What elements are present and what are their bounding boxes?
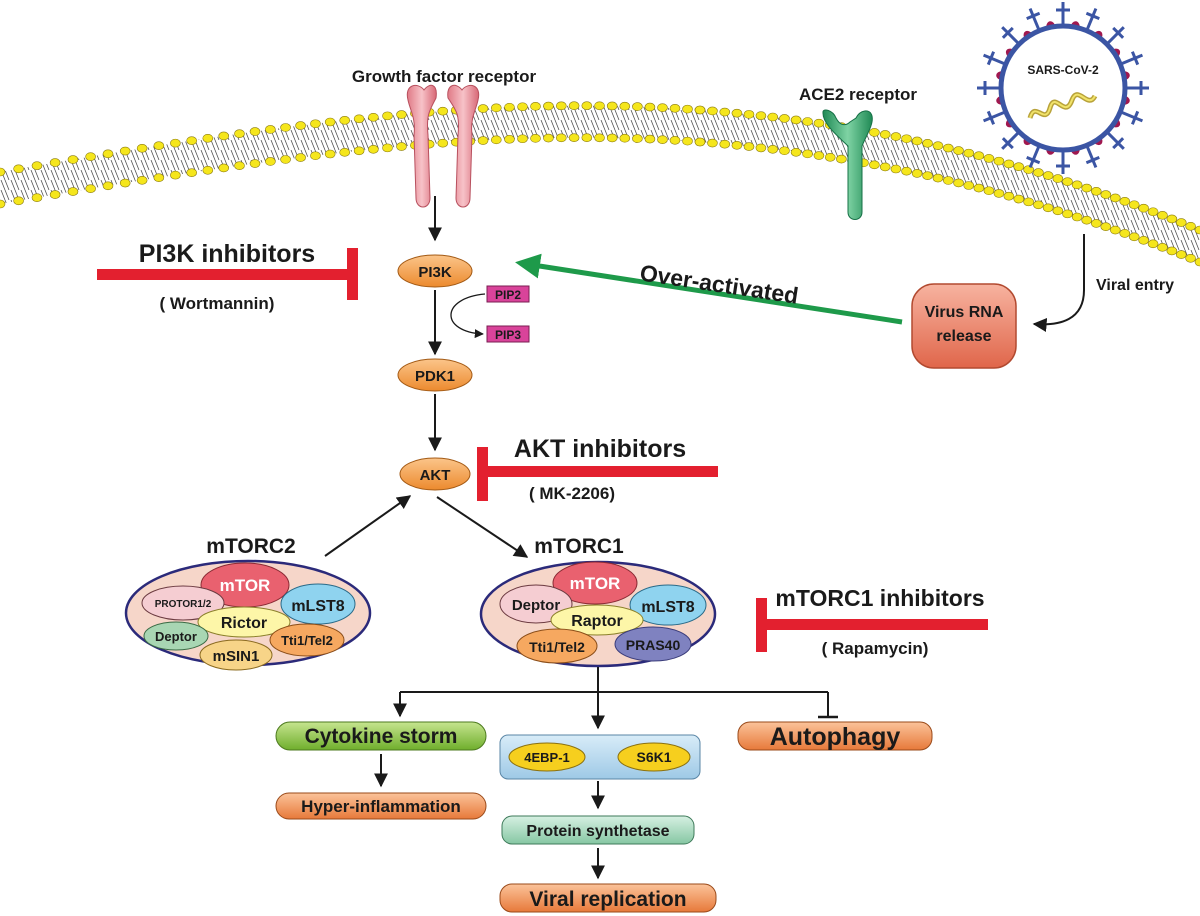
mtorc2-rictor-subunit: [197, 606, 291, 638]
mtorc2-tti1-label: Tti1/Tel2: [281, 633, 333, 648]
mtorc2-protor-label: PROTOR1/2: [155, 599, 212, 610]
akt-inhibitors-title: AKT inhibitors: [514, 435, 686, 463]
mtorc2-tti1-subunit: [269, 623, 345, 657]
mtorc2-mtor-label: mTOR: [220, 576, 271, 595]
pi3k-label: PI3K: [418, 264, 452, 281]
hyper-inflammation-node: [275, 792, 487, 820]
4ebp1-label: 4EBP-1: [524, 750, 570, 765]
mtorc1-mlst8-subunit: [629, 584, 707, 626]
virus-rna-release-node: [911, 283, 1017, 369]
autophagy-label: Autophagy: [770, 723, 901, 751]
4ebp1-node: [508, 742, 586, 772]
akt-node: [399, 457, 471, 491]
hyper-inflammation-label: Hyper-inflammation: [301, 797, 461, 816]
viral-entry-label: Viral entry: [1096, 277, 1174, 294]
mtorc1-inhibitor-bar: [756, 598, 988, 652]
ace2-receptor-icon: [822, 109, 873, 220]
mtorc2-deptor-label: Deptor: [155, 629, 197, 644]
s6k1-node: [617, 742, 691, 772]
cell-membrane: [0, 101, 1200, 267]
pdk1-node: [397, 358, 473, 392]
akt-inhibitor-bar: [477, 447, 718, 501]
sars-cov-2-label: SARS-CoV-2: [1027, 63, 1099, 77]
virus-rna-release-label-2: release: [936, 328, 991, 345]
akt-inhibitors-drug: ( MK-2206): [529, 484, 615, 503]
protein-synthetase-node: [501, 815, 695, 845]
cytokine-storm-label: Cytokine storm: [305, 725, 458, 748]
pip2-to-pip3-arrow: [450, 293, 486, 339]
viral-replication-label: Viral replication: [529, 888, 686, 911]
mtorc2-mlst8-label: mLST8: [291, 598, 344, 615]
pip2-node: [486, 285, 530, 303]
viral-replication-node: [499, 883, 717, 913]
s6k1-label: S6K1: [636, 749, 671, 765]
cytokine-storm-node: [275, 721, 487, 751]
pi3k-inhibitors-drug: ( Wortmannin): [160, 294, 275, 313]
mtorc1-mlst8-label: mLST8: [641, 599, 694, 616]
mtorc1-mtor-subunit: [552, 561, 638, 605]
growth-factor-receptor-label: Growth factor receptor: [352, 67, 537, 86]
mtorc1-raptor-subunit: [550, 604, 644, 636]
mtorc1-inhibitors-title: mTORC1 inhibitors: [775, 585, 984, 611]
lipid-heads-top: [0, 101, 1200, 235]
mtorc2-mlst8-subunit: [280, 583, 356, 625]
pi3k-inhibitors-title: PI3K inhibitors: [139, 240, 315, 268]
mtorc2-to-akt-arrow: [324, 495, 412, 557]
virus-rna-release-label-1: Virus RNA: [925, 304, 1004, 321]
mtorc1-deptor-subunit: [499, 584, 573, 624]
sars-cov-2-virus-icon: [977, 2, 1149, 174]
pip3-label: PIP3: [495, 328, 521, 342]
viral-entry-arrow: [1032, 234, 1085, 332]
mtorc1-tti1-label: Tti1/Tel2: [529, 639, 585, 655]
mtorc2-deptor-subunit: [143, 621, 209, 651]
mtorc1-deptor-label: Deptor: [512, 597, 560, 614]
akt-to-mtorc1-arrow: [436, 496, 529, 558]
over-activated-arrow: [515, 253, 903, 325]
over-activated-label: Over-activated: [638, 259, 800, 308]
ace2-receptor-label: ACE2 receptor: [799, 85, 917, 104]
mtorc2-protor-subunit: [141, 585, 225, 621]
pi3k-node: [397, 254, 473, 288]
pip2-label: PIP2: [495, 288, 521, 302]
mtorc2-rictor-label: Rictor: [221, 615, 267, 632]
autophagy-node: [737, 721, 933, 751]
protein-synthetase-label: Protein synthetase: [526, 823, 669, 840]
mtorc1-downstream-branch: [393, 667, 838, 730]
pi3k-inhibitor-bar: [97, 248, 358, 300]
mtorc1-title: mTORC1: [534, 535, 624, 558]
mtorc1-tti1-subunit: [516, 628, 598, 664]
mtorc2-msin1-subunit: [199, 639, 273, 671]
mtorc1-mtor-label: mTOR: [570, 574, 621, 593]
mtorc1-inhibitors-drug: ( Rapamycin): [822, 639, 929, 658]
mtorc1-pras40-label: PRAS40: [626, 637, 681, 653]
pip3-node: [486, 325, 530, 343]
akt-label: AKT: [420, 467, 451, 484]
mtorc2-msin1-label: mSIN1: [213, 648, 260, 665]
pdk1-label: PDK1: [415, 368, 455, 385]
mtorc1-raptor-label: Raptor: [571, 613, 623, 630]
mtorc1-pras40-subunit: [614, 626, 692, 662]
growth-factor-receptor-icon: [406, 84, 480, 208]
mtorc2-title: mTORC2: [206, 535, 295, 558]
